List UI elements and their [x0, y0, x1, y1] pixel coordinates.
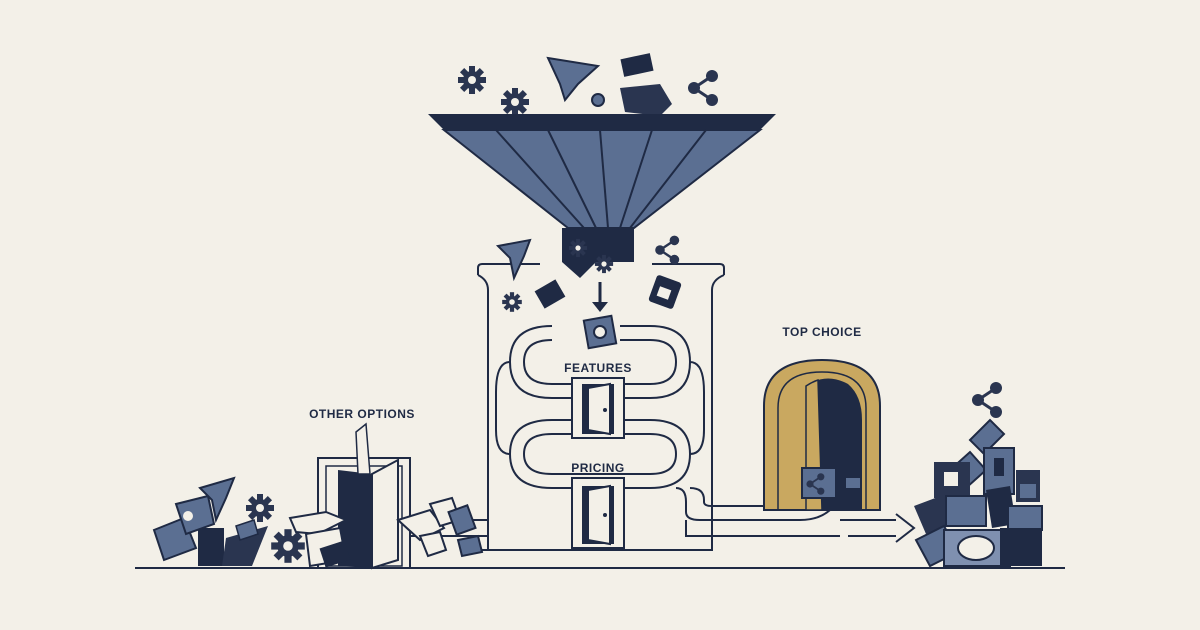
- dot-icon: [591, 93, 605, 107]
- gear-icon: [246, 494, 274, 522]
- falling-items-inside: [495, 234, 682, 350]
- gate-features: FEATURES: [564, 361, 632, 439]
- gate-pricing: PRICING: [571, 461, 625, 549]
- puzzle-piece-icon: [620, 84, 672, 116]
- top-choice-door: TOP CHOICE: [763, 325, 881, 511]
- big-funnel: [428, 114, 776, 278]
- funnel-icon: [546, 56, 601, 103]
- label-features: FEATURES: [564, 361, 632, 375]
- arrow-down-icon: [592, 282, 608, 312]
- tag-icon: [620, 53, 654, 77]
- rejected-pile: [152, 476, 351, 568]
- winding-track: [495, 325, 705, 489]
- share-node-icon: [686, 68, 720, 108]
- label-other-options: OTHER OPTIONS: [309, 407, 415, 421]
- share-node-icon: [970, 380, 1004, 420]
- label-pricing: PRICING: [571, 461, 625, 475]
- label-top-choice: TOP CHOICE: [782, 325, 861, 339]
- falling-items-top: [458, 53, 720, 116]
- discarded-scraps: [396, 496, 484, 558]
- sorting-container: [477, 263, 725, 551]
- gear-icon: [458, 66, 486, 94]
- arrow-right-icon: [895, 513, 916, 543]
- door-icon: [582, 484, 614, 546]
- door-icon: [582, 382, 614, 436]
- tag-icon: [582, 314, 618, 350]
- chosen-pile: [914, 380, 1043, 568]
- gear-icon: [501, 88, 529, 116]
